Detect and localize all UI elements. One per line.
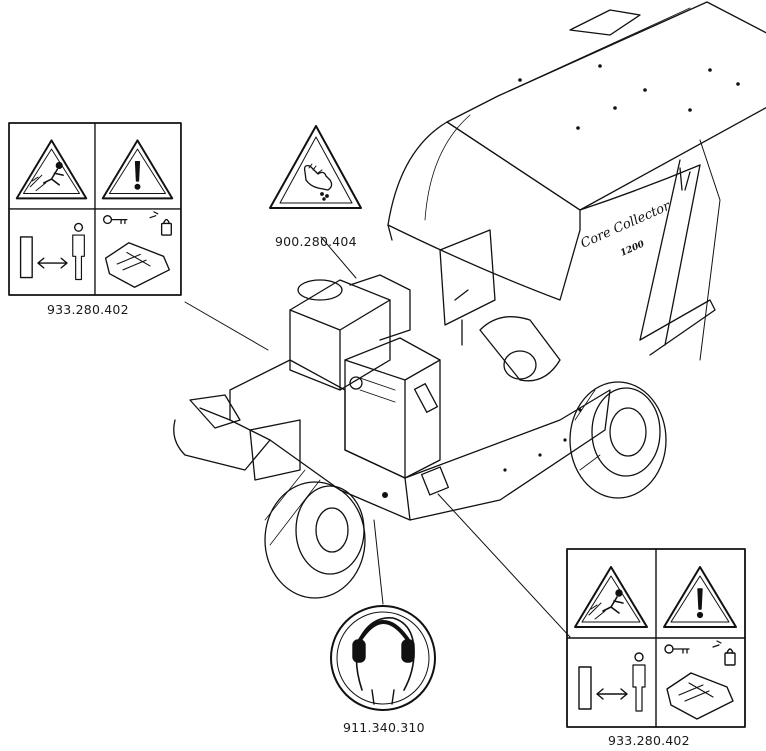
- machine-brand-text: Core Collector: [579, 199, 674, 252]
- leader-lines: [184, 236, 571, 638]
- decal-hand-warning: [269, 125, 362, 209]
- part-number-hand-warning: 900.280.404: [275, 234, 357, 249]
- part-number-bottom-right: 933.280.402: [608, 733, 690, 748]
- part-number-top-left: 933.280.402: [47, 302, 129, 317]
- part-number-hearing: 911.340.310: [343, 720, 425, 735]
- machine-body: [173, 1, 766, 599]
- decal-hearing-protection: [330, 605, 436, 711]
- decal-four-panel-bottom-right: [566, 548, 746, 728]
- decal-four-panel-top-left: [8, 122, 182, 296]
- machine-model-text: 1200: [619, 239, 647, 259]
